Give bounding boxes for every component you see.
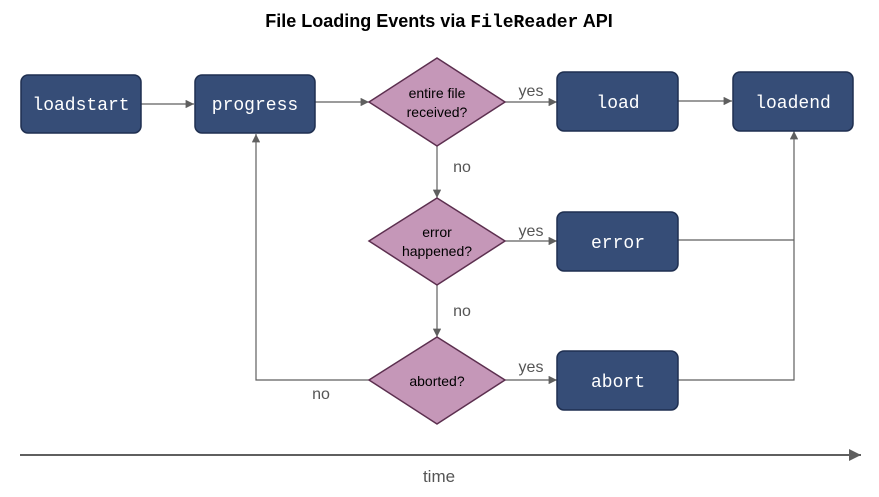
decision-error-line1: error [422,224,452,240]
label-no-received: no [453,159,471,176]
edge-abort-loadend [678,131,799,381]
time-axis-label: time [423,467,455,486]
title-prefix: File Loading Events via [265,11,470,31]
decision-error-line2: happened? [402,243,472,259]
edges [141,96,799,385]
node-loadstart: loadstart [20,74,142,134]
label-yes-received: yes [519,83,544,100]
node-abort: abort [556,350,679,411]
node-progress-box [194,74,316,134]
decision-error: error happened? [367,197,507,286]
node-error-label: error [591,234,645,254]
label-yes-aborted: yes [519,359,544,376]
node-error: error [556,211,679,272]
node-loadstart-label: loadstart [32,96,129,116]
decision-aborted-line1: aborted? [409,373,464,389]
node-load-label: load [596,94,639,114]
node-abort-label: abort [591,373,645,393]
decision-aborted-diamond [367,336,507,425]
decision-received-diamond [367,57,507,147]
node-error-box [556,211,679,272]
node-progress: progress [194,74,316,134]
decision-received-line1: entire file [409,85,466,101]
title-suffix: API [578,11,612,31]
node-abort-box [556,350,679,411]
node-load-box [556,71,679,132]
decision-error-diamond [367,197,507,286]
label-no-aborted: no [312,386,330,403]
node-loadend-label: loadend [755,94,831,114]
node-loadend-box [732,71,854,132]
node-progress-label: progress [212,96,298,116]
decision-received: entire file received? [367,57,507,147]
title-code: FileReader [470,13,578,33]
node-loadstart-box [20,74,142,134]
edge-aborted-progress [251,134,369,381]
diagram-title: File Loading Events via FileReader API [265,11,612,33]
node-loadend: loadend [732,71,854,132]
time-axis: time [20,449,861,486]
label-yes-error: yes [519,223,544,240]
node-load: load [556,71,679,132]
decision-aborted: aborted? [367,336,507,425]
decision-received-line2: received? [407,104,468,120]
label-no-error: no [453,303,471,320]
